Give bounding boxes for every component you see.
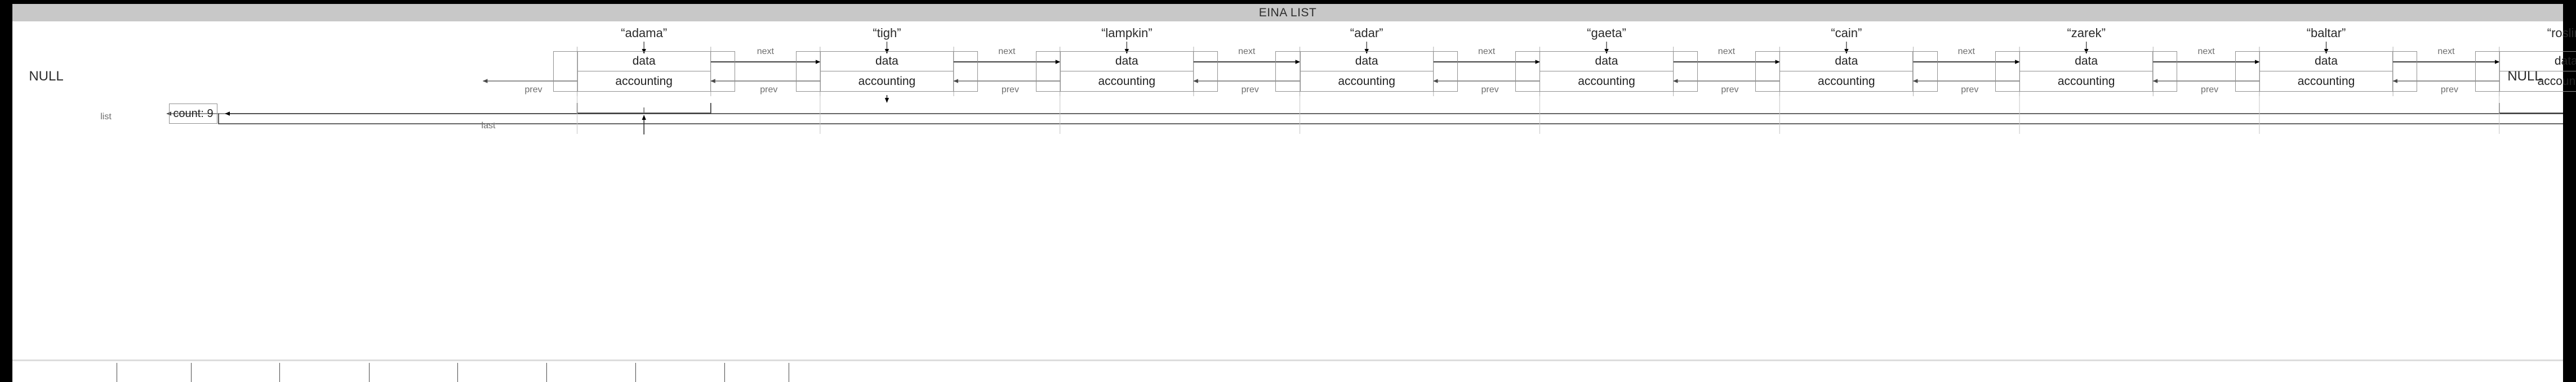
list-node: data accounting <box>2475 51 2576 92</box>
node-field-data: data <box>577 51 710 71</box>
edge-label-prev: prev <box>1001 85 1019 95</box>
edge-label-prev: prev <box>1481 85 1499 95</box>
list-node: data accounting <box>1755 51 1938 92</box>
edge-label-prev: prev <box>1721 85 1739 95</box>
edge-label-next: next <box>2437 47 2455 56</box>
node-field-data: data <box>2499 51 2576 71</box>
band-tick <box>279 363 280 382</box>
node-inner-frame: data accounting <box>820 51 954 92</box>
edge-label-prev: prev <box>760 85 778 95</box>
node-inner-frame: data accounting <box>2499 51 2576 92</box>
null-terminator-left: NULL <box>29 69 64 84</box>
node-field-data: data <box>820 51 954 71</box>
node-inner-frame: data accounting <box>2019 51 2154 92</box>
node-value-label: “zarek” <box>2067 26 2106 40</box>
node-value-label: “tigh” <box>873 26 901 40</box>
node-outer-frame <box>1755 51 1938 92</box>
node-value-label: “adama” <box>621 26 668 40</box>
edge-label-prev: prev <box>1241 85 1259 95</box>
edge-label-next: next <box>998 47 1016 56</box>
edge-label-prev: prev <box>2201 85 2219 95</box>
window-titlebar: EINA LIST <box>12 4 2563 21</box>
node-outer-frame <box>1275 51 1458 92</box>
node-field-data: data <box>1540 51 1673 71</box>
edge-label-next: next <box>757 47 774 56</box>
node-field-data: data <box>1300 51 1433 71</box>
edge-label-next: next <box>1718 47 1736 56</box>
node-field-data: data <box>2259 51 2393 71</box>
node-inner-frame: data accounting <box>577 51 711 92</box>
node-field-accounting: accounting <box>2537 75 2576 88</box>
list-node: data accounting <box>2235 51 2418 92</box>
band-tick <box>724 363 725 382</box>
node-value-label: “baltar” <box>2306 26 2346 40</box>
node-inner-frame: data accounting <box>1779 51 1914 92</box>
node-outer-frame <box>2475 51 2576 92</box>
node-outer-frame <box>553 51 735 92</box>
next-row-truncated <box>12 359 2563 382</box>
list-node: data accounting <box>795 51 978 92</box>
edge-label-prev: prev <box>524 85 542 95</box>
node-field-accounting: accounting <box>1818 75 1875 88</box>
node-inner-frame: data accounting <box>1300 51 1434 92</box>
node-field-accounting: accounting <box>858 75 916 88</box>
node-outer-frame <box>2235 51 2418 92</box>
edge-label-next: next <box>1238 47 1256 56</box>
null-terminator-right: NULL <box>2507 69 2542 84</box>
count-box: count: 9 <box>169 104 217 124</box>
list-node: data accounting <box>1035 51 1218 92</box>
node-inner-frame: data accounting <box>1060 51 1194 92</box>
node-field-accounting: accounting <box>615 75 673 88</box>
last-pointer-label: last <box>481 121 496 131</box>
band-tick <box>546 363 547 382</box>
edge-label-next: next <box>1957 47 1975 56</box>
node-outer-frame <box>1515 51 1698 92</box>
node-outer-frame <box>795 51 978 92</box>
node-value-label: “adar” <box>1350 26 1383 40</box>
node-field-data: data <box>1780 51 1913 71</box>
node-outer-frame <box>1035 51 1218 92</box>
edge-label-next: next <box>2197 47 2215 56</box>
node-field-accounting: accounting <box>2297 75 2355 88</box>
node-inner-frame: data accounting <box>1540 51 1674 92</box>
node-field-data: data <box>2020 51 2153 71</box>
diagram-canvas: data accounting “adama” next prev data account… <box>12 21 2576 382</box>
node-value-label: “cain” <box>1831 26 1862 40</box>
band-tick <box>191 363 192 382</box>
node-field-accounting: accounting <box>1098 75 1156 88</box>
node-inner-frame: data accounting <box>2259 51 2393 92</box>
window-title: EINA LIST <box>1258 6 1317 19</box>
node-field-accounting: accounting <box>1578 75 1635 88</box>
list-pointer-label: list <box>100 112 112 122</box>
node-value-label: “lampkin” <box>1101 26 1153 40</box>
node-outer-frame <box>1995 51 2178 92</box>
edge-label-prev: prev <box>1961 85 1979 95</box>
band-tick <box>369 363 370 382</box>
edge-label-next: next <box>1478 47 1496 56</box>
edge-label-prev: prev <box>2440 85 2459 95</box>
list-node: data accounting <box>1995 51 2178 92</box>
node-field-accounting: accounting <box>1338 75 1395 88</box>
node-field-data: data <box>1060 51 1193 71</box>
node-value-label: “roslin” <box>2547 26 2576 40</box>
band-tick <box>635 363 636 382</box>
node-value-label: “gaeta” <box>1587 26 1626 40</box>
band-tick <box>457 363 458 382</box>
node-field-accounting: accounting <box>2057 75 2115 88</box>
list-node: data accounting <box>1275 51 1458 92</box>
list-node: data accounting <box>1515 51 1698 92</box>
count-value-label: count: 9 <box>173 107 213 120</box>
list-node: data accounting <box>553 51 735 92</box>
